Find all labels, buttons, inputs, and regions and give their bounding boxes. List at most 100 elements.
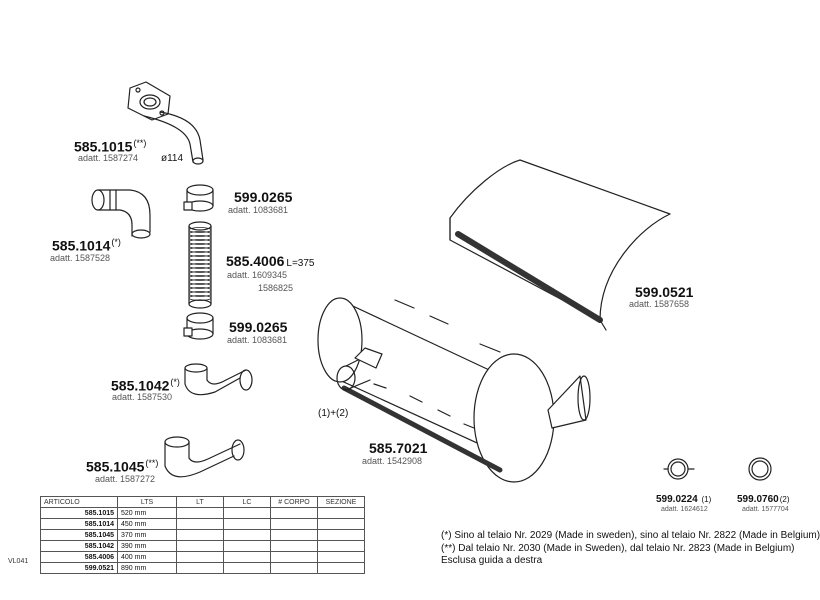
cell-article: 585.4006 [40,551,118,563]
table-cell [176,529,224,541]
table-cell [270,551,318,563]
table-cell: 370 mm [117,529,177,541]
cell-article: 585.1042 [40,540,118,552]
table-cell [176,507,224,519]
adatt-599-0521: adatt. 1587658 [629,299,690,309]
silencer-drawing [317,297,591,483]
table-cell [223,507,271,519]
hose-ring [188,239,212,245]
table-cell [223,551,271,563]
hose-ring [188,295,212,301]
elbow-585-1014-drawing [91,189,151,239]
adatt-599-0224: adatt. 1624612 [661,506,708,513]
adatt-599-0265-top: adatt. 1083681 [228,205,289,215]
adatt-585-1015: adatt. 1587274 [78,153,139,163]
table-cell: 450 mm [117,518,177,530]
clamp-top-drawing [183,184,214,212]
col-articolo: ARTICOLO [40,496,118,508]
diameter-label: ø114 [161,153,184,164]
table-cell [317,529,365,541]
adatt-599-0760: adatt. 1577704 [742,506,789,513]
part-number-599-0265-top: 599.0265 [234,189,293,205]
exhaust-diagram [91,81,772,483]
table-cell [317,540,365,552]
adatt-585-7021: adatt. 1542908 [362,456,423,466]
table-cell [270,518,318,530]
table-cell [317,551,365,563]
adatt-585-4006: adatt. 1609345 [227,270,288,280]
part-number-585-1015: 585.1015(**) [74,138,147,155]
hose-ring [188,287,212,293]
table-code: VL041 [8,558,29,565]
hose-ring [188,271,212,277]
clamp-bottom-drawing [183,312,214,340]
part-number-585-1014: 585.1014(*) [52,237,121,254]
part-number-585-7021: 585.7021 [369,440,428,456]
adatt-585-1014: adatt. 1587528 [50,253,111,263]
col-lt: LT [176,496,224,508]
col-lc: LC [223,496,271,508]
flex-hose-drawing [188,221,212,309]
part-number-585-1045: 585.1045(**) [86,458,159,475]
table-cell [223,540,271,552]
part-number-599-0521: 599.0521 [635,284,694,300]
hose-ring [188,283,212,289]
adatt-599-0265-bottom: adatt. 1083681 [227,335,288,345]
hose-ring [188,243,212,249]
cell-article: 599.0521 [40,562,118,574]
col-corpo: # CORPO [270,496,318,508]
note-1: (*) Sino al telaio Nr. 2029 (Made in swe… [441,530,820,541]
table-cell: 520 mm [117,507,177,519]
hose-ring [188,259,212,265]
part-number-599-0760: 599.0760(2) [737,494,790,505]
table-cell [223,529,271,541]
part-number-599-0265-bottom: 599.0265 [229,319,288,335]
table-cell [176,540,224,552]
table-cell [176,518,224,530]
hose-ring [188,231,212,237]
table-cell [176,562,224,574]
hose-ring [188,291,212,297]
part-number-585-1042: 585.1042(*) [111,377,180,394]
table-cell [223,518,271,530]
adatt-585-1045: adatt. 1587272 [95,474,156,484]
table-cell [270,507,318,519]
hose-ring [188,247,212,253]
adatt2-585-4006: 1586825 [258,283,294,293]
table-cell: 890 mm [117,562,177,574]
table-cell [270,562,318,574]
col-sezione: SEZIONE [317,496,365,508]
hose-ring [188,227,212,233]
hose-ring [188,275,212,281]
hose-ring [188,235,212,241]
table-cell [223,562,271,574]
gasket-drawing [748,457,772,481]
cell-article: 585.1045 [40,529,118,541]
hose-ring [188,251,212,257]
heat-shield-drawing [449,159,671,331]
table-cell [317,518,365,530]
table-cell [317,507,365,519]
combo-label: (1)+(2) [318,408,349,419]
clamp-ring-drawing [663,458,695,480]
table-cell: 400 mm [117,551,177,563]
table-cell [176,551,224,563]
table-cell [270,540,318,552]
hose-ring [188,255,212,261]
pipe-585-1045-drawing [164,436,245,478]
table-cell: 390 mm [117,540,177,552]
col-lts: LTS [117,496,177,508]
spec-table-header: ARTICOLO LTS LT LC # CORPO SEZIONE [40,496,365,508]
note-3: Esclusa guida a destra [441,555,543,566]
pipe-585-1042-drawing [184,363,253,396]
hose-ring [188,263,212,269]
table-cell [317,562,365,574]
cell-article: 585.1015 [40,507,118,519]
pipe-585-1015-drawing [127,81,204,165]
